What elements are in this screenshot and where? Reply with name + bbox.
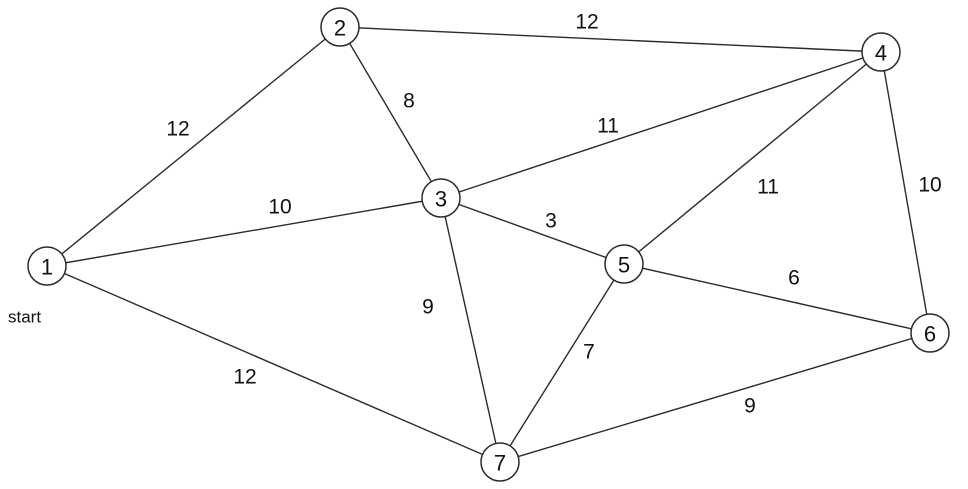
edge-weight-4-5: 11 — [757, 176, 779, 199]
node-1: 1 — [27, 246, 67, 286]
edge-2-3 — [339, 26, 442, 199]
edge-weight-1-3: 10 — [268, 196, 291, 219]
edge-weight-2-3: 8 — [403, 90, 415, 113]
node-label-4: 4 — [875, 41, 887, 66]
node-label-7: 7 — [494, 451, 506, 476]
edge-5-6 — [623, 263, 931, 334]
edge-weight-4-6: 10 — [918, 174, 941, 197]
node-circle-2 — [320, 7, 360, 47]
node-circle-5 — [604, 244, 644, 284]
node-7: 7 — [480, 442, 520, 482]
edge-4-6 — [880, 51, 931, 334]
edge-weight-3-5: 3 — [545, 210, 557, 233]
node-6: 6 — [910, 313, 950, 353]
node-circle-4 — [861, 32, 901, 72]
edge-weight-3-7: 9 — [422, 296, 434, 319]
edge-6-7 — [499, 332, 931, 463]
node-circle-1 — [27, 246, 67, 286]
edge-weights-layer: 12 10 12 8 12 11 3 9 11 10 6 7 9 — [166, 11, 941, 418]
edge-weight-2-4: 12 — [575, 11, 598, 34]
node-circle-3 — [421, 178, 461, 218]
node-label-6: 6 — [924, 322, 936, 347]
edge-weight-1-7: 12 — [233, 366, 256, 389]
edge-2-4 — [339, 26, 882, 53]
edge-weight-5-6: 6 — [788, 267, 800, 290]
node-circle-7 — [480, 442, 520, 482]
edge-3-7 — [440, 197, 501, 463]
edge-weight-6-7: 9 — [744, 395, 756, 418]
node-label-1: 1 — [41, 255, 53, 280]
node-circle-6 — [910, 313, 950, 353]
node-label-3: 3 — [435, 187, 447, 212]
edge-1-7 — [46, 265, 501, 463]
edges-layer — [46, 26, 931, 463]
edge-3-5 — [440, 197, 625, 265]
edge-1-2 — [46, 26, 341, 267]
edge-5-7 — [499, 263, 625, 463]
node-2: 2 — [320, 7, 360, 47]
edge-4-5 — [623, 51, 882, 265]
edge-weight-1-2: 12 — [166, 118, 189, 141]
edge-weight-5-7: 7 — [583, 341, 595, 364]
node-4: 4 — [861, 32, 901, 72]
node-label-5: 5 — [618, 253, 630, 278]
edge-weight-3-4: 11 — [597, 115, 619, 138]
start-label: start — [8, 308, 41, 327]
node-5: 5 — [604, 244, 644, 284]
node-3: 3 — [421, 178, 461, 218]
node-label-2: 2 — [334, 16, 346, 41]
edge-3-4 — [440, 51, 882, 199]
edge-1-3 — [46, 197, 442, 267]
